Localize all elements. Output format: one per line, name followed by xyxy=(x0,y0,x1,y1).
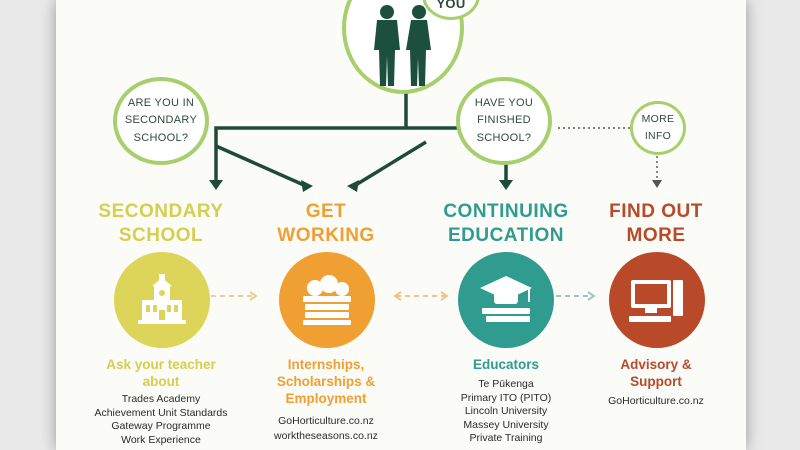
right-working-line xyxy=(353,140,427,188)
heading-secondary-school: SECONDARY SCHOOL xyxy=(98,201,224,246)
people-icon xyxy=(374,5,431,86)
question-secondary-line: SCHOOL? xyxy=(133,131,189,144)
dash-arrowhead-2b xyxy=(440,291,449,301)
more-info-bubble[interactable]: MORE INFO xyxy=(630,101,686,155)
list-item: Te Pūkenga xyxy=(478,378,534,390)
link-worktheseasons[interactable]: worktheseasons.co.nz xyxy=(274,430,378,442)
heading-get-working: GET WORKING xyxy=(277,201,375,246)
question-finished-line: SCHOOL? xyxy=(476,131,532,144)
subheading-educators: Educators xyxy=(472,357,540,372)
you-badge-text: YOU xyxy=(436,0,466,11)
school-building-icon xyxy=(114,252,210,348)
link-gohorticulture[interactable]: GoHorticulture.co.nz xyxy=(608,395,704,407)
get-working-links: GoHorticulture.co.nz worktheseasons.co.n… xyxy=(246,414,406,444)
question-finished-line: HAVE YOU xyxy=(474,97,534,110)
list-item: Private Training xyxy=(469,432,543,444)
list-item: Lincoln University xyxy=(464,405,548,417)
computer-icon xyxy=(609,252,705,348)
heading-continuing-education: CONTINUING EDUCATION xyxy=(443,201,569,246)
educators-list: Te Pūkenga Primary ITO (PITO) Lincoln Un… xyxy=(426,378,586,446)
produce-crate-icon xyxy=(279,252,375,348)
find-out-more-links: GoHorticulture.co.nz xyxy=(581,395,731,409)
subheading-internships: Internships, Scholarships & Employment xyxy=(276,357,376,406)
question-secondary-line: ARE YOU IN xyxy=(127,97,195,110)
more-info-line: INFO xyxy=(644,130,672,142)
graduation-cap-books-icon xyxy=(458,252,554,348)
arrowhead-secondary xyxy=(209,180,223,190)
dash-arrowhead-1 xyxy=(249,291,258,301)
dash-arrowhead-3 xyxy=(587,291,596,301)
heading-find-out-more: FIND OUT MORE xyxy=(609,201,703,246)
question-secondary-school: ARE YOU IN SECONDARY SCHOOL? xyxy=(113,77,209,165)
list-item: Primary ITO (PITO) xyxy=(460,391,552,404)
list-item: Work Experience xyxy=(121,433,201,446)
arrowhead-working-right xyxy=(347,180,359,192)
arrowhead-more-info xyxy=(652,180,662,188)
career-pathway-poster: YOU ARE YOU IN SECONDARY SCHOOL? HAVE YO… xyxy=(56,0,746,450)
question-finished-school: HAVE YOU FINISHED SCHOOL? xyxy=(456,77,552,165)
question-finished-line: FINISHED xyxy=(477,114,531,127)
list-item: Gateway Programme xyxy=(111,420,211,432)
arrowhead-working-left xyxy=(301,180,313,192)
arrowhead-continuing xyxy=(499,180,513,190)
subheading-ask-teacher: Ask your teacher about xyxy=(106,357,216,389)
list-item: Massey University xyxy=(463,418,549,431)
dash-arrowhead-2a xyxy=(393,291,402,301)
question-secondary-line: SECONDARY xyxy=(124,114,198,127)
left-branch-line xyxy=(214,126,406,182)
left-working-line xyxy=(215,144,307,188)
list-item: Achievement Unit Standards xyxy=(94,406,228,419)
more-info-line: MORE xyxy=(641,113,675,126)
link-gohorticulture[interactable]: GoHorticulture.co.nz xyxy=(278,415,374,427)
subheading-advisory-support: Advisory & Support xyxy=(620,357,692,389)
secondary-school-list: Trades Academy Achievement Unit Standard… xyxy=(66,393,256,447)
list-item: Trades Academy xyxy=(121,393,201,405)
